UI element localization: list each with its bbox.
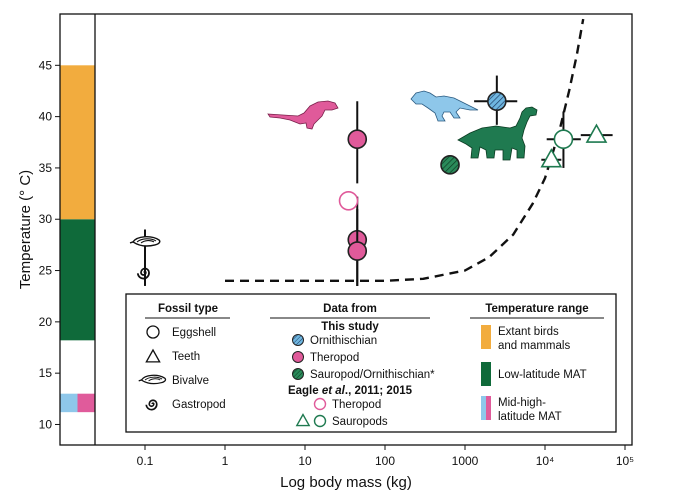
data-point-triangle — [540, 148, 563, 168]
legend-teeth-icon — [145, 348, 161, 363]
legend-eagle-sauropods-label: Sauropods — [332, 416, 388, 428]
legend-swatch — [481, 325, 491, 349]
legend-eagle-sauropod-circle — [313, 414, 327, 428]
point-eagle-sauropods — [540, 148, 563, 168]
data-point-circle — [347, 241, 368, 261]
y-axis-title: Temperature (° C) — [17, 170, 34, 289]
legend-swatch — [481, 362, 491, 386]
legend-temperature-label: Mid-high- — [498, 397, 546, 409]
legend-this-study-marker — [292, 368, 304, 380]
point-sauropod-ornithischian- — [440, 155, 460, 175]
point-eagle-theropod — [338, 190, 359, 211]
legend-fossil-label: Eggshell — [172, 327, 216, 339]
point-theropod — [347, 101, 368, 184]
legend-heading-fossil-type: Fossil type — [158, 303, 218, 315]
x-tick-label: 1000 — [452, 454, 479, 468]
x-tick-label: 10 — [298, 454, 312, 468]
legend: Fossil typeEggshellTeethBivalveGastropod… — [125, 293, 617, 433]
bivalve-ridge — [136, 238, 157, 243]
threshold-curve — [224, 18, 585, 283]
legend-this-study-label: Theropod — [310, 352, 359, 364]
legend-fossil-label: Bivalve — [172, 375, 209, 387]
data-point-circle — [487, 91, 507, 112]
data-point-circle — [440, 155, 460, 175]
dinosaur-silhouettes — [267, 90, 538, 161]
x-tick-label: 100 — [375, 454, 395, 468]
data-point-triangle — [585, 123, 608, 143]
y-tick-label: 30 — [39, 212, 53, 226]
data-point-circle — [338, 190, 359, 211]
y-tick-label: 15 — [39, 366, 53, 380]
legend-heading-temperature: Temperature range — [485, 303, 588, 315]
gastropod-spiral — [145, 399, 158, 411]
legend-bivalve-icon — [138, 374, 167, 385]
data-point-bivalve — [129, 236, 161, 247]
legend-eagle-theropod-label: Theropod — [332, 399, 381, 411]
legend-this-study-marker — [292, 351, 304, 363]
data-points — [129, 75, 613, 286]
temperature-bands — [60, 65, 95, 413]
legend-eggshell-icon — [146, 325, 160, 339]
x-tick-label: 1 — [222, 454, 229, 468]
legend-this-study: This study — [321, 321, 379, 333]
y-tick-label: 40 — [39, 110, 53, 124]
bivalve-hinge — [129, 241, 134, 244]
legend-fossil-label: Gastropod — [172, 399, 226, 411]
x-tick-label: 0.1 — [137, 454, 154, 468]
bivalve-ridge — [144, 376, 163, 381]
legend-eagle-theropod-marker — [313, 397, 327, 411]
point-theropod — [347, 208, 368, 286]
plot-frame — [59, 13, 633, 446]
plot-border — [59, 13, 633, 446]
ornithischian-silhouette — [410, 90, 479, 122]
legend-swatch-pink — [486, 396, 491, 420]
y-tick-label: 35 — [39, 161, 53, 175]
data-point-circle — [347, 129, 368, 149]
legend-eagle-heading: Eagle et al., 2011; 2015 — [288, 385, 413, 397]
axis-titles: Log body mass (kg) Temperature (° C) — [17, 170, 412, 491]
y-tick-label: 45 — [39, 58, 53, 72]
eagle-prefix: Eagle — [288, 385, 322, 397]
point-gastropod — [136, 255, 150, 286]
eagle-italic: et al — [322, 385, 346, 397]
band-mid-high-pink — [77, 393, 95, 413]
legend-temperature-label: and mammals — [498, 340, 570, 352]
threshold-curve-line — [224, 18, 585, 283]
eagle-suffix: ., 2011; 2015 — [345, 385, 413, 397]
legend-temperature-label: Low-latitude MAT — [498, 369, 587, 381]
band-low-latitude — [60, 219, 95, 341]
legend-swatch-blue — [481, 396, 486, 420]
legend-temperature-label: Extant birds — [498, 326, 559, 338]
point-ornithischian — [474, 75, 518, 125]
legend-temperature-label: latitude MAT — [498, 411, 562, 423]
point-eagle-sauropods — [580, 123, 613, 143]
legend-heading-data-from: Data from — [323, 303, 377, 315]
bivalve-ridge — [148, 378, 161, 382]
point-eagle-sauropods — [546, 111, 581, 168]
x-tick-label: 10⁵ — [616, 454, 634, 468]
axis-ticks: 10 15 20 25 30 35 40 45 0.1 1 10 100 1000 10⁴ 10⁵ — [39, 58, 635, 468]
x-axis-title: Log body mass (kg) — [280, 474, 412, 491]
bivalve-ridge — [140, 239, 155, 244]
band-extant — [60, 65, 95, 220]
y-tick-label: 25 — [39, 264, 53, 278]
gastropod-spiral — [136, 267, 150, 280]
legend-gastropod-icon — [145, 399, 158, 411]
legend-this-study-label: Ornithischian — [310, 335, 377, 347]
legend-eagle-sauropod-triangle — [295, 413, 311, 427]
sauropod-silhouette — [457, 106, 538, 161]
legend-this-study-label: Sauropod/Ornithischian* — [310, 369, 435, 381]
y-tick-label: 10 — [39, 417, 53, 431]
legend-box — [125, 293, 617, 433]
x-tick-label: 10⁴ — [536, 454, 555, 468]
legend-fossil-label: Teeth — [172, 351, 200, 363]
bivalve-hinge — [138, 379, 142, 382]
legend-this-study-marker — [292, 334, 304, 346]
y-tick-label: 20 — [39, 315, 53, 329]
data-point-circle — [553, 129, 574, 149]
theropod-silhouette — [267, 100, 339, 130]
band-mid-high-blue — [60, 393, 78, 413]
data-point-gastropod — [136, 267, 150, 280]
